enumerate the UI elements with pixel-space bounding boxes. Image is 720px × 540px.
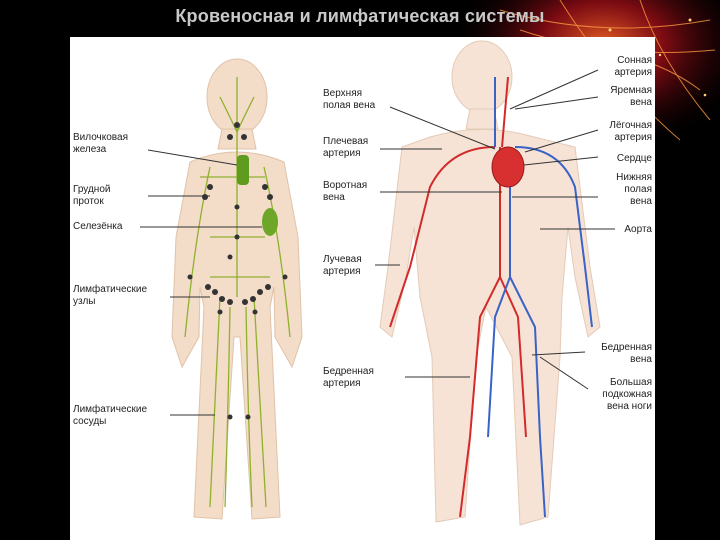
label-line: вена <box>323 192 345 203</box>
label-aorta: Аорта <box>624 224 652 235</box>
thymus-organ <box>237 155 249 185</box>
label-spleen: Селезёнка <box>73 221 123 232</box>
label-line: вена <box>630 97 652 108</box>
label-line: Вилочковая <box>73 132 128 143</box>
label-line: Воротная <box>323 180 368 191</box>
lymph-vessels <box>184 77 291 508</box>
label-great-saphenous-vein: Большая подкожная вена ноги <box>602 377 652 413</box>
label-femoral-artery: Бедренная артерия <box>323 366 374 390</box>
label-femoral-vein: Бедренная вена <box>601 342 652 366</box>
circulatory-figure <box>379 40 601 526</box>
label-brachial-artery: Плечевая артерия <box>323 136 368 160</box>
label-line: сосуды <box>73 416 107 427</box>
label-line: артерия <box>323 378 361 389</box>
arteries <box>389 76 527 518</box>
label-line: узлы <box>73 296 96 307</box>
label-line: артерия <box>323 266 361 277</box>
label-line: Нижняя <box>616 172 652 183</box>
label-pulmonary-artery: Лёгочная артерия <box>609 120 652 144</box>
label-line: проток <box>73 196 104 207</box>
label-line: полая <box>624 184 652 195</box>
label-line: железа <box>73 144 107 155</box>
label-lymph-vessels: Лимфатические сосуды <box>73 404 147 428</box>
heart-organ <box>491 146 525 188</box>
label-line: Бедренная <box>323 366 374 377</box>
label-line: Верхняя <box>323 88 363 99</box>
label-line: Большая <box>610 377 652 388</box>
label-line: Яремная <box>610 85 652 96</box>
label-line: полая вена <box>323 100 376 111</box>
label-line: Плечевая <box>323 136 369 147</box>
spleen-organ <box>262 208 278 236</box>
label-lymph-nodes: Лимфатические узлы <box>73 284 147 308</box>
label-heart: Сердце <box>616 153 652 164</box>
body-illustration <box>140 40 615 526</box>
label-line: Лимфатические <box>73 284 148 295</box>
label-line: вена <box>630 196 652 207</box>
label-superior-vena-cava: Верхняя полая вена <box>323 88 375 112</box>
label-line: Бедренная <box>601 342 652 353</box>
label-line: артерия <box>614 132 653 143</box>
label-radial-artery: Лучевая артерия <box>323 254 362 278</box>
label-line: вена <box>630 354 652 365</box>
label-line: Лимфатические <box>73 404 148 415</box>
label-line: вена ноги <box>607 401 652 412</box>
label-jugular-vein: Яремная вена <box>610 85 652 109</box>
label-line: Грудной <box>73 184 111 195</box>
label-line: подкожная <box>602 389 652 400</box>
label-line: Сонная <box>617 55 652 66</box>
page-title: Кровеносная и лимфатическая системы <box>175 6 545 26</box>
label-line: Лёгочная <box>609 120 652 131</box>
label-portal-vein: Воротная вена <box>323 180 367 204</box>
label-line: артерия <box>614 67 653 78</box>
diagram-panel: Вилочковая железа Грудной проток Селезён… <box>70 37 655 540</box>
label-line: артерия <box>323 148 361 159</box>
label-inferior-vena-cava: Нижняя полая вена <box>616 172 652 208</box>
label-thoracic-duct: Грудной проток <box>73 184 110 208</box>
label-line: Лучевая <box>323 254 362 265</box>
label-carotid-artery: Сонная артерия <box>615 55 653 79</box>
label-thymus: Вилочковая железа <box>73 132 128 156</box>
